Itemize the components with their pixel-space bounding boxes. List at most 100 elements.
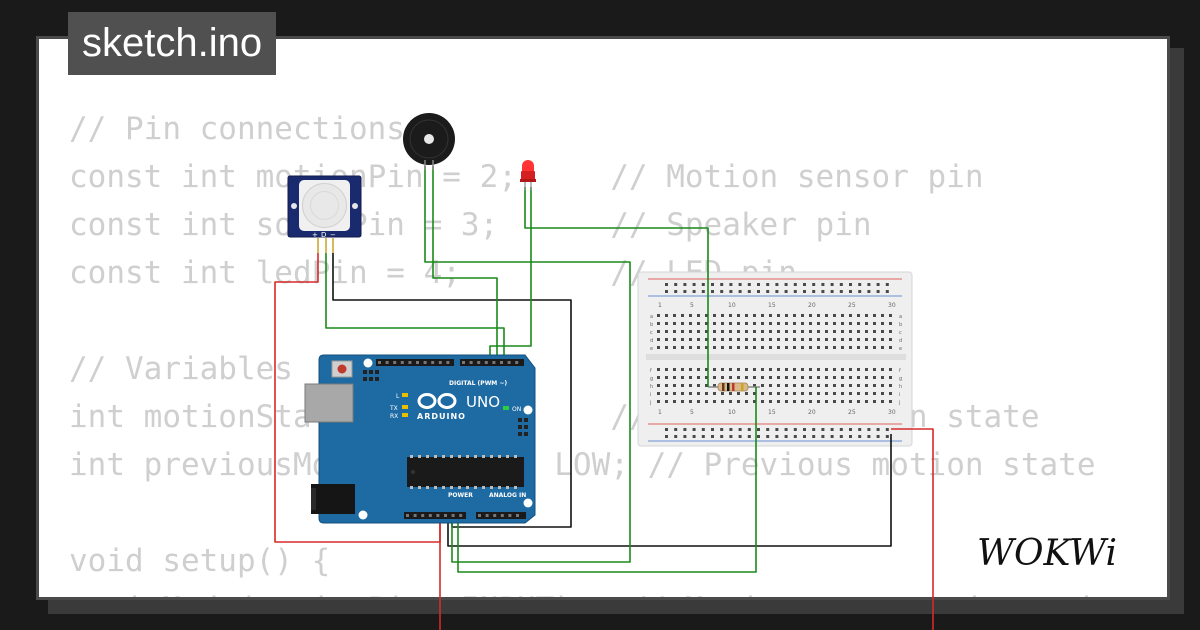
breadboard-hole: [753, 384, 756, 387]
header-pin: [431, 361, 435, 364]
header-pin: [438, 361, 442, 364]
breadboard-hole: [721, 330, 724, 333]
breadboard-hole: [681, 368, 684, 371]
breadboard-hole: [753, 322, 756, 325]
breadboard-hole: [673, 330, 676, 333]
breadboard-hole: [867, 435, 871, 438]
file-tab[interactable]: sketch.ino: [68, 12, 277, 75]
breadboard-hole: [681, 338, 684, 341]
breadboard-hole: [705, 400, 708, 403]
arduino-brand-label: ARDUINO: [417, 412, 466, 421]
breadboard-hole: [729, 330, 732, 333]
breadboard-hole: [761, 400, 764, 403]
breadboard-hole: [876, 428, 880, 431]
breadboard-hole: [841, 392, 844, 395]
chip-leg: [410, 486, 413, 489]
header-pin: [493, 514, 497, 517]
breadboard-hole: [865, 330, 868, 333]
resistor[interactable]: [708, 382, 760, 392]
breadboard: 1 5 10 15 20 25 30 1 5 10 15 20 25 30 a …: [637, 271, 913, 447]
breadboard-hole: [665, 384, 668, 387]
breadboard-hole: [769, 376, 772, 379]
breadboard-hole: [849, 384, 852, 387]
breadboard-hole: [701, 428, 705, 431]
breadboard-hole: [849, 435, 852, 438]
breadboard-hole: [701, 283, 705, 286]
row-letter: g: [650, 376, 653, 382]
breadboard-hole: [857, 338, 860, 341]
breadboard-hole: [809, 314, 812, 317]
pir-sensor[interactable]: + D −: [287, 175, 362, 253]
breadboard-hole: [809, 368, 812, 371]
breadboard-hole: [817, 322, 820, 325]
breadboard-hole: [711, 428, 714, 431]
breadboard-hole: [833, 392, 836, 395]
breadboard-hole: [697, 338, 700, 341]
breadboard-hole: [777, 392, 780, 395]
breadboard-bottom-numbers: 1 5 10 15 20 25 30: [658, 409, 896, 416]
breadboard-hole: [793, 435, 797, 438]
breadboard-hole: [809, 376, 812, 379]
header-pin: [400, 361, 404, 364]
header-digital-left: [376, 359, 454, 366]
breadboard-hole: [825, 400, 828, 403]
breadboard-hole: [720, 283, 724, 286]
header-pin: [500, 361, 503, 364]
breadboard-hole: [753, 330, 756, 333]
breadboard-hole: [849, 330, 852, 333]
buzzer[interactable]: [403, 113, 455, 170]
breadboard-hole: [833, 338, 836, 341]
breadboard-hole: [833, 330, 836, 333]
breadboard-hole: [721, 376, 724, 379]
breadboard-hole: [873, 338, 876, 341]
breadboard-hole: [729, 346, 732, 349]
breadboard-hole: [793, 392, 796, 395]
breadboard-hole: [761, 368, 764, 371]
breadboard-hole: [817, 314, 820, 317]
wokwi-logo: WOKWi: [977, 533, 1117, 574]
breadboard-hole: [721, 322, 724, 325]
breadboard-hole: [713, 376, 716, 379]
breadboard-hole: [881, 314, 884, 317]
breadboard-hole: [705, 346, 708, 349]
chip-leg: [490, 486, 493, 489]
breadboard-hole: [665, 290, 668, 293]
breadboard-hole: [673, 368, 676, 371]
row-letter: e: [650, 346, 653, 352]
chip-leg: [434, 455, 437, 458]
breadboard-hole: [681, 392, 684, 395]
digital-header-label: DIGITAL (PWM ~): [449, 380, 507, 387]
breadboard-hole: [865, 368, 868, 371]
breadboard-hole: [757, 290, 760, 293]
breadboard-hole: [775, 435, 779, 438]
arduino-uno-board[interactable]: DIGITAL (PWM ~) POWER ANALOG IN L TX RX …: [304, 354, 536, 524]
breadboard-hole: [793, 368, 796, 371]
led-label-rx: RX: [390, 413, 398, 420]
chip-leg: [450, 455, 453, 458]
col-number: 15: [768, 302, 776, 309]
row-letter: a: [650, 314, 653, 320]
led[interactable]: [520, 160, 536, 190]
breadboard-hole: [713, 392, 716, 395]
breadboard-hole: [801, 392, 804, 395]
breadboard-hole: [858, 435, 862, 438]
breadboard-hole: [769, 322, 772, 325]
breadboard-hole: [713, 346, 716, 349]
breadboard-hole: [665, 322, 668, 325]
breadboard-hole: [821, 435, 825, 438]
chip-leg: [418, 486, 421, 489]
breadboard-hole: [849, 400, 852, 403]
breadboard-hole: [705, 330, 708, 333]
breadboard-hole: [681, 322, 684, 325]
col-number: 20: [808, 302, 816, 309]
breadboard-hole: [775, 428, 779, 431]
breadboard-hole: [817, 346, 820, 349]
breadboard-hole: [769, 368, 772, 371]
chip-leg: [418, 455, 421, 458]
breadboard-hole: [737, 392, 740, 395]
breadboard-hole: [785, 322, 788, 325]
breadboard-hole: [785, 338, 788, 341]
uno-model-label: UNO: [466, 393, 500, 411]
arduino-logo-icon: [417, 393, 457, 409]
breadboard-hole: [881, 376, 884, 379]
